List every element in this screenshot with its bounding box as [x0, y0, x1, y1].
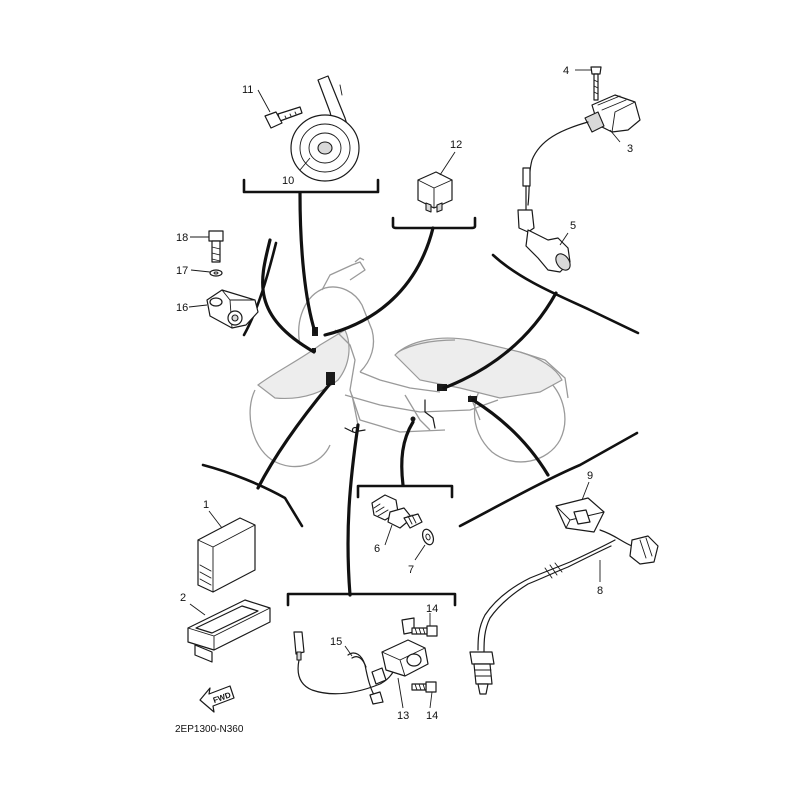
callout-numbers: 11 10 12 4 3 5 18 17 16 1 2 6 7 9 8 14 1…	[176, 65, 633, 722]
sensor-bolt-part	[208, 230, 224, 263]
fwd-arrow-icon: FWD	[199, 685, 235, 713]
callout-7: 7	[408, 564, 414, 576]
scooter-silhouette	[249, 257, 569, 468]
relay-part	[417, 171, 453, 213]
leader-lines	[188, 69, 621, 709]
sensor-washer-part	[209, 269, 223, 277]
horn-bolt-part	[264, 106, 303, 129]
callout-17: 17	[176, 265, 188, 277]
callout-14-lower: 14	[426, 710, 438, 722]
callout-1: 1	[203, 499, 209, 511]
o2-sensor-cover-part	[555, 497, 605, 533]
callout-14-upper: 14	[426, 603, 438, 615]
callout-5: 5	[570, 220, 576, 232]
ecu-bracket-part	[187, 599, 271, 663]
callout-12: 12	[450, 139, 462, 151]
callout-13: 13	[397, 710, 409, 722]
sidestand-screw-upper-part	[411, 625, 438, 637]
callout-16: 16	[176, 302, 188, 314]
horn-part	[290, 75, 360, 182]
callout-4: 4	[563, 65, 569, 77]
callout-3: 3	[627, 143, 633, 155]
bracket-ignition	[491, 253, 640, 335]
spark-plug-cap-part	[517, 209, 571, 273]
ecu-part	[197, 517, 256, 593]
callout-2: 2	[180, 592, 186, 604]
callout-11: 11	[242, 84, 253, 96]
bracket-sensor-left	[242, 241, 278, 337]
switch-part	[371, 494, 423, 529]
coil-screw-part	[590, 66, 602, 101]
diagram-code: 2EP1300-N360	[175, 724, 244, 735]
bracket-sidestand	[286, 592, 457, 607]
ignition-coil-part	[522, 94, 641, 211]
wire-clamp-part	[347, 652, 384, 705]
o2-sensor-part	[469, 529, 659, 695]
callout-9: 9	[587, 470, 593, 482]
bracket-o2	[458, 431, 639, 528]
callout-18: 18	[176, 232, 188, 244]
callout-10: 10	[282, 175, 294, 187]
sidestand-screw-lower-part	[411, 681, 437, 693]
switch-washer-part	[421, 528, 435, 546]
bracket-switch	[356, 484, 454, 499]
sensor-part	[206, 289, 259, 329]
callout-15: 15	[330, 636, 342, 648]
sidestand-switch-part	[293, 617, 429, 695]
bracket-horn	[242, 178, 380, 194]
bracket-ecu	[201, 463, 304, 528]
group-brackets	[201, 178, 640, 607]
callout-6: 6	[374, 543, 380, 555]
callout-8: 8	[597, 585, 603, 597]
bracket-relay	[391, 216, 477, 230]
wire-leads	[256, 191, 558, 597]
